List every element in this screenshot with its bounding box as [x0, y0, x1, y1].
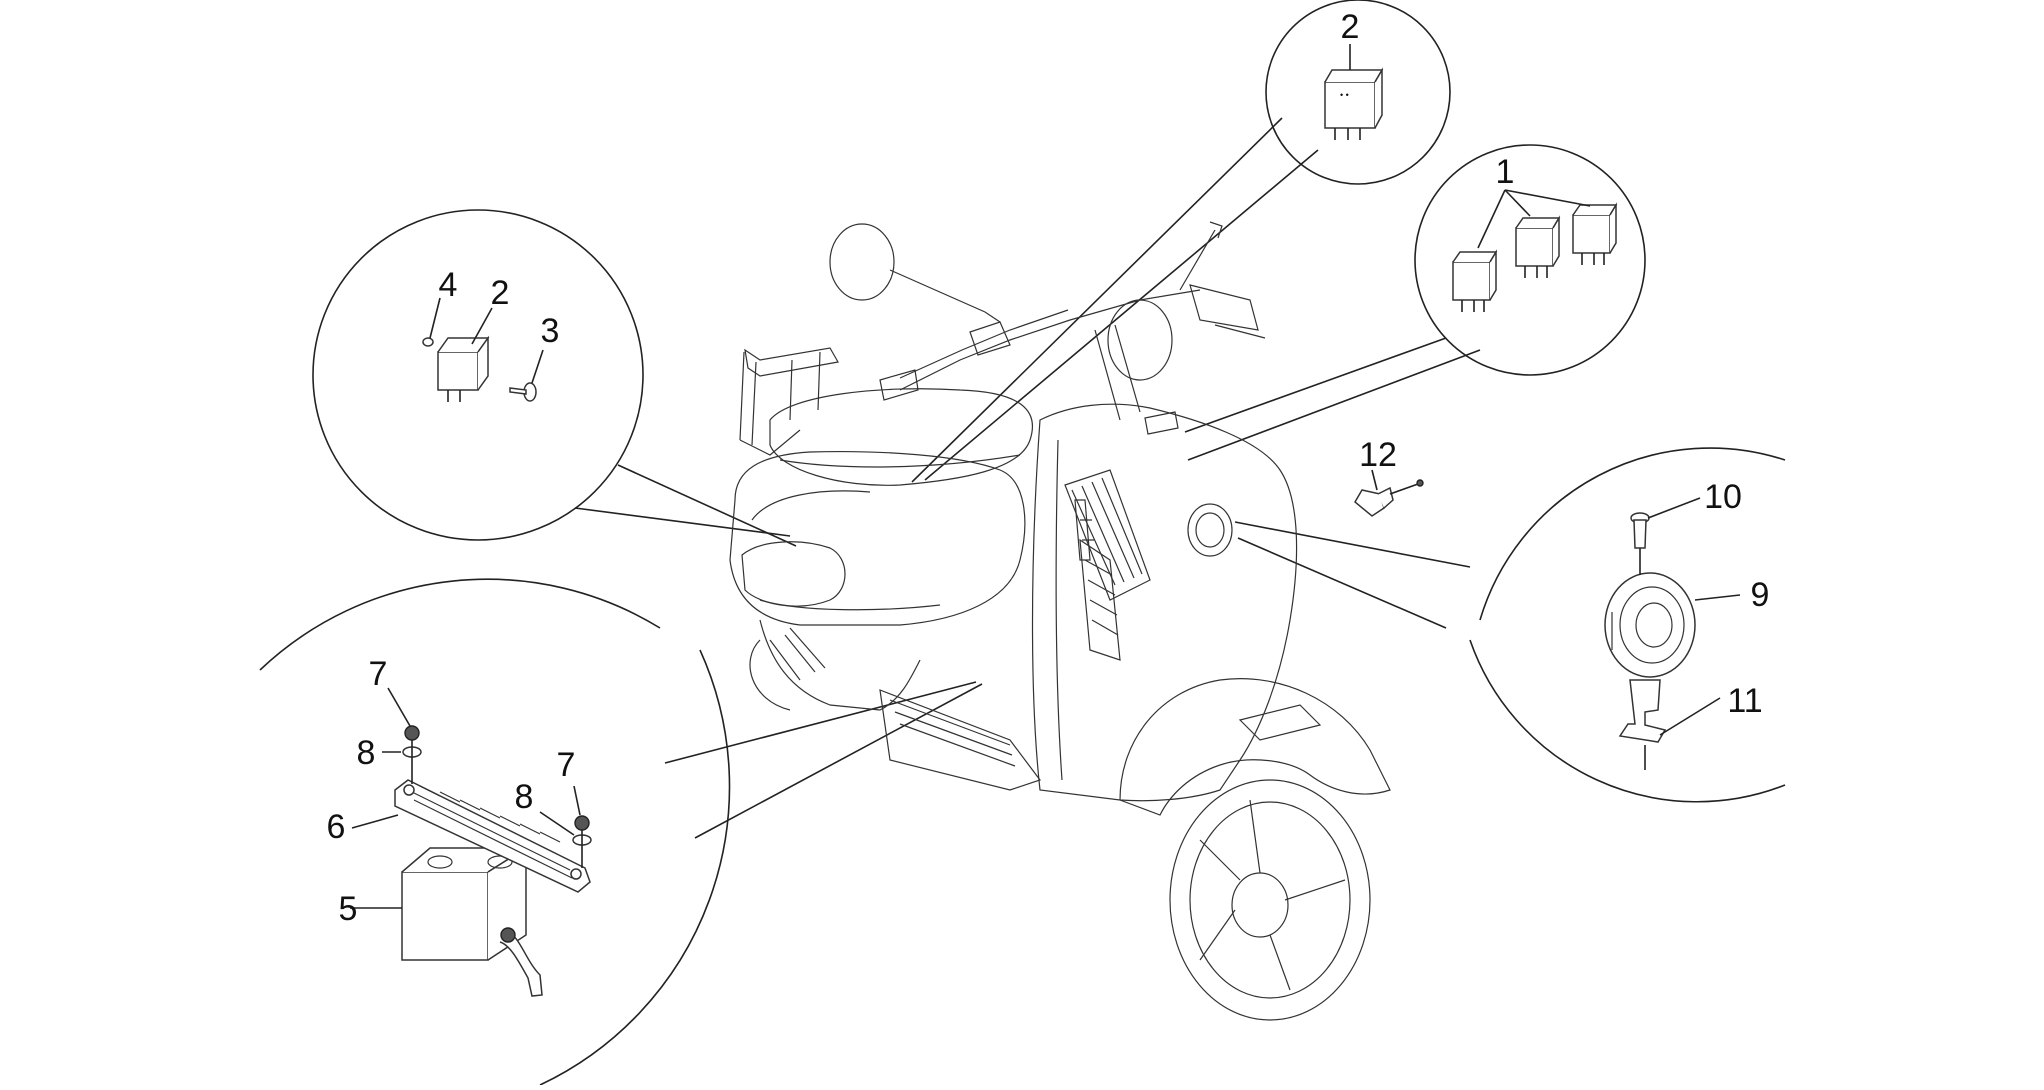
callout-2-left: 2 — [491, 274, 510, 312]
horn-9-icon — [1604, 572, 1696, 678]
callout-8-b: 8 — [515, 778, 534, 816]
svg-text:• •: • • — [1340, 90, 1349, 100]
callout-4: 4 — [439, 266, 458, 304]
bolt-10-icon — [1630, 512, 1650, 575]
bulb-12-icon — [1354, 479, 1424, 517]
scooter-illustration — [729, 221, 1391, 1021]
relay-2-top-icon: • • — [1324, 67, 1384, 140]
leader-7a — [387, 687, 411, 727]
screw-3-icon — [509, 382, 537, 402]
leader-7b — [573, 785, 581, 816]
callout-6: 6 — [327, 808, 346, 846]
relay-1c-icon — [1572, 202, 1618, 265]
relay-1a-icon — [1452, 249, 1498, 312]
detail-bubble-right-horn — [1234, 447, 1786, 803]
leader-8b — [539, 811, 575, 836]
leader-10 — [1647, 497, 1701, 519]
callout-3: 3 — [541, 312, 560, 350]
detail-bubble-left — [312, 209, 797, 547]
callout-1: 1 — [1496, 153, 1515, 191]
bracket-11-icon — [1618, 679, 1667, 770]
relay-1-group-icon — [1452, 189, 1618, 312]
detail-bubble-top — [911, 0, 1451, 483]
callout-5: 5 — [339, 890, 358, 928]
washer-8a-icon — [402, 740, 422, 784]
callout-2-top: 2 — [1341, 8, 1360, 46]
screw-7b-icon — [574, 815, 590, 831]
callout-10: 10 — [1704, 478, 1742, 516]
battery-strap-6-icon — [394, 779, 591, 893]
detail-bubble-bottom-left — [259, 578, 983, 1086]
callout-7-b: 7 — [557, 746, 576, 784]
nut-4-icon — [422, 337, 434, 347]
leader-4 — [429, 297, 441, 339]
relay-2-left-icon — [437, 335, 490, 402]
washer-8b-icon — [572, 830, 592, 868]
relay-1b-icon — [1515, 215, 1561, 278]
leader-3 — [531, 349, 544, 384]
detail-bubble-right-relays — [1184, 144, 1646, 461]
screw-7a-icon — [404, 725, 420, 741]
leader-11 — [1659, 697, 1721, 736]
leader-12 — [1371, 469, 1378, 491]
battery-5-icon — [401, 846, 543, 997]
leader-6 — [351, 814, 399, 829]
leader-9 — [1694, 594, 1741, 601]
callout-11: 11 — [1727, 682, 1762, 720]
callout-9: 9 — [1751, 576, 1770, 614]
callout-12: 12 — [1359, 436, 1397, 474]
callout-7-a: 7 — [369, 655, 388, 693]
leader-2-left — [471, 307, 493, 345]
callout-8-a: 8 — [357, 734, 376, 772]
